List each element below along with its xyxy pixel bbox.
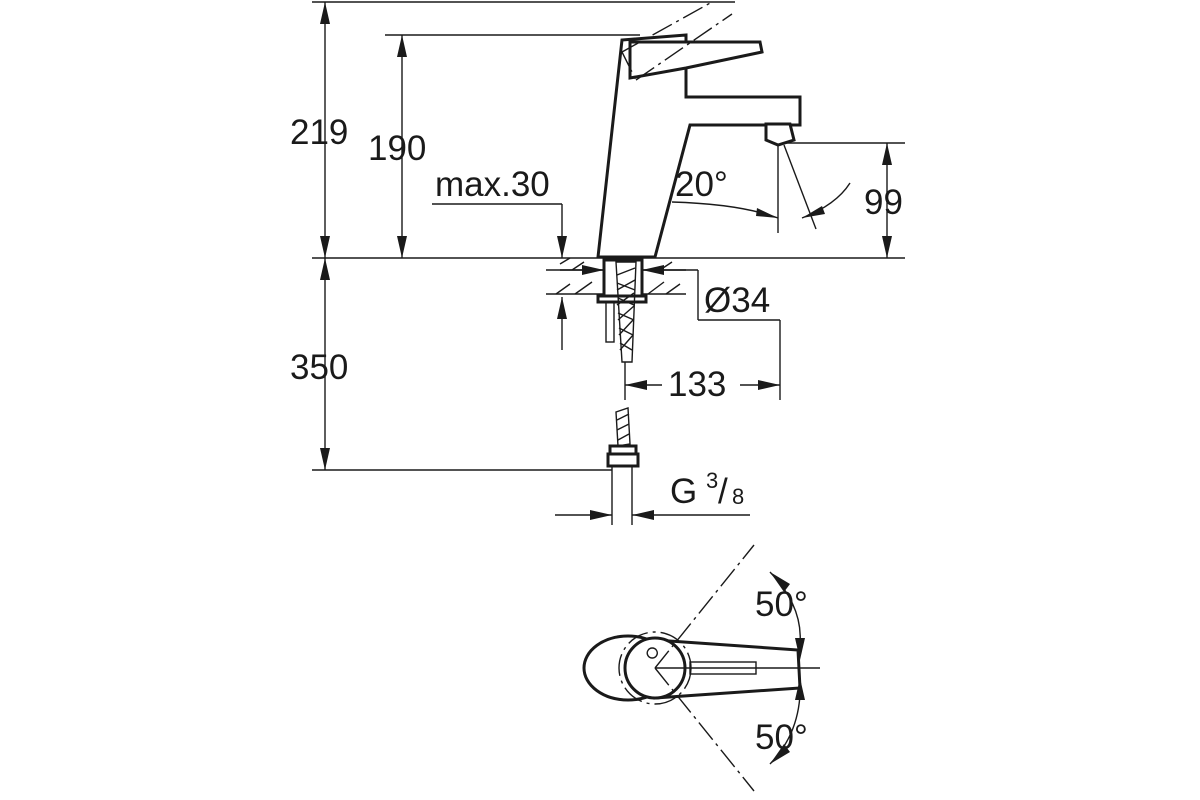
- dim-350-arrow: [320, 258, 330, 470]
- dim-thread-arrow: [555, 510, 750, 520]
- lever-angle-lines: [654, 544, 820, 792]
- dim-max30-arrow: [432, 203, 567, 350]
- dim-350-label: 350: [290, 348, 348, 387]
- dim-99-arrow: [882, 143, 892, 258]
- svg-text:/: /: [718, 472, 728, 511]
- dim-50deg-top-label: 50°: [755, 585, 808, 624]
- dim-190-arrow: [397, 35, 407, 258]
- dim-34-arrow: [560, 265, 780, 321]
- dim-133-arrow: [624, 320, 781, 400]
- svg-text:G: G: [670, 472, 697, 511]
- dim-max30-label: max.30: [435, 165, 550, 204]
- deck-section: [546, 257, 686, 363]
- dim-133-label: 133: [668, 365, 726, 404]
- dim-219-label: 219: [290, 113, 348, 152]
- dim-34-label: Ø34: [704, 281, 770, 320]
- svg-text:3: 3: [706, 468, 718, 493]
- dim-thread-label: G 3 / 8: [670, 468, 744, 511]
- svg-text:8: 8: [732, 484, 744, 509]
- dim-20deg-label: 20°: [675, 165, 728, 204]
- dim-219-arrow: [320, 2, 330, 258]
- dim-99-label: 99: [864, 183, 903, 222]
- faucet-body-side: [596, 1, 802, 259]
- dim-190-label: 190: [368, 129, 426, 168]
- dim-50deg-bottom-label: 50°: [755, 718, 808, 757]
- spray-angle-marker: [671, 144, 851, 233]
- supply-hose: [606, 407, 640, 525]
